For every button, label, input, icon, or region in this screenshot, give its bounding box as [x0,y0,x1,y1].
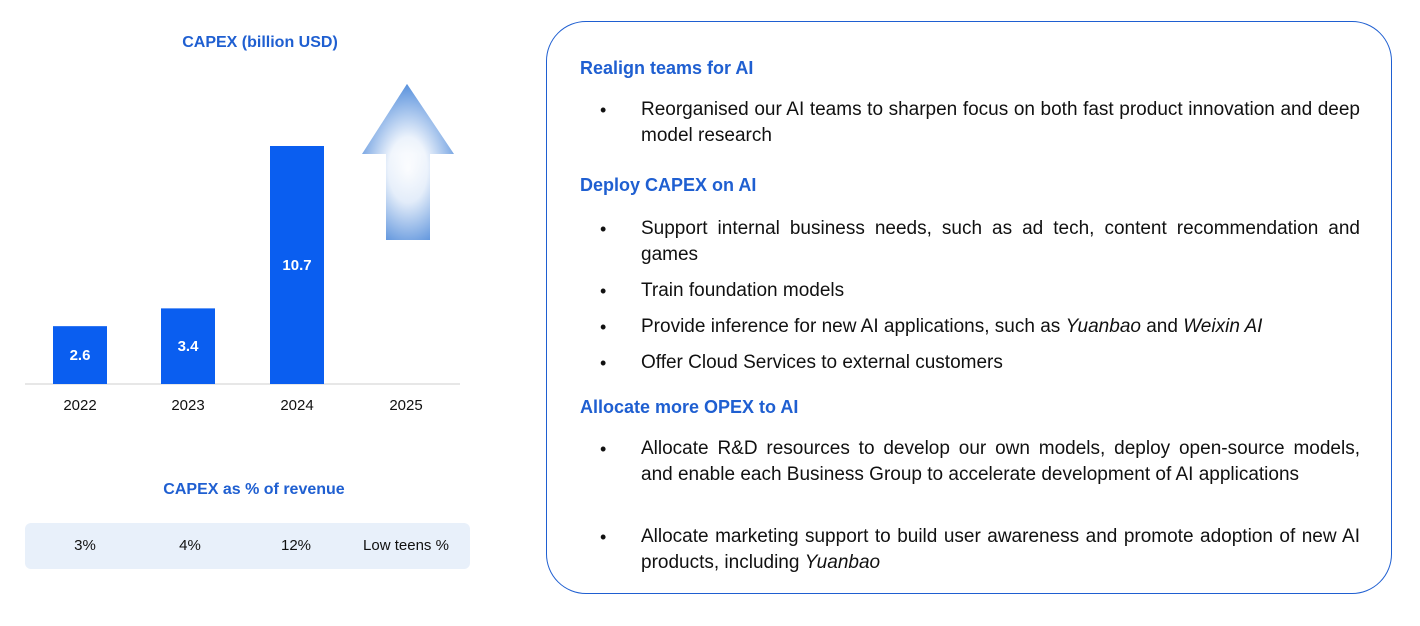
bullet-icon: • [600,353,607,373]
bullet-icon: • [600,100,607,120]
bullet-icon: • [600,317,607,337]
bullet-text: Provide inference for new AI application… [641,316,1263,337]
bullet-icon: • [600,219,607,239]
bar-label-2024: 10.7 [282,257,311,274]
bullet-text: Offer Cloud Services to external custome… [641,352,1003,373]
bullet-icon: • [600,281,607,301]
pct-2025: Low teens % [363,537,449,554]
bullet-text: Allocate marketing support to build user… [641,526,1360,573]
bullet-text: Train foundation models [641,280,845,301]
bar-2024 [270,146,324,384]
pct-2023: 4% [179,537,201,554]
x-tick-2023: 2023 [171,397,204,414]
bullet-text: Reorganised our AI teams to sharpen focu… [641,99,1360,146]
section-heading: Realign teams for AI [580,58,754,78]
ai-strategy-panel [546,21,1392,594]
bullet-text: Support internal business needs, such as… [641,218,1360,265]
x-tick-2025: 2025 [389,397,422,414]
up-arrow-icon [362,84,454,240]
bullet-icon: • [600,527,607,547]
bullet-text: Allocate R&D resources to develop our ow… [641,438,1360,485]
bar-label-2022: 2.6 [70,347,91,364]
pct-2024: 12% [280,537,312,554]
chart-title: CAPEX (billion USD) [182,34,338,51]
bar-2023 [161,308,215,384]
pct-2022: 3% [74,537,96,554]
x-tick-2022: 2022 [63,397,96,414]
bullet-icon: • [600,439,607,459]
bar-2022 [53,326,107,384]
capex-pct-row: 3% 4% 12% Low teens % [25,523,470,569]
capex-bar-chart: 2.6 2022 3.4 2023 10.7 2024 2025 [25,84,460,414]
section-heading: Allocate more OPEX to AI [580,397,799,417]
section-heading: Deploy CAPEX on AI [580,175,757,195]
x-tick-2024: 2024 [280,397,313,414]
capex-pct-title: CAPEX as % of revenue [163,481,345,498]
bar-label-2023: 3.4 [178,338,200,355]
